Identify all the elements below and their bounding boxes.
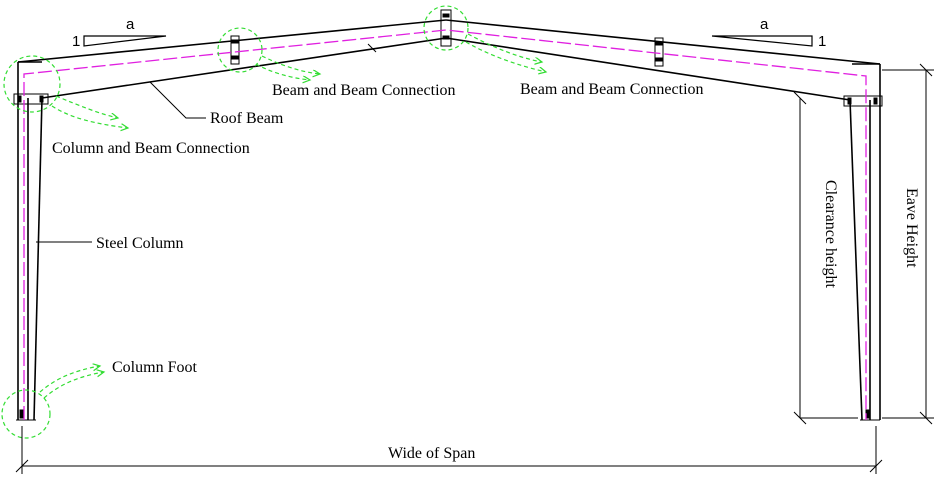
left-slope-symbol (83, 35, 167, 47)
callout-circle-column-beam (3, 55, 61, 113)
roof-beam-leader (149, 81, 206, 119)
right-slope-rise: 1 (818, 33, 826, 50)
left-steel-column (17, 61, 43, 421)
span-label: Wide of Span (388, 445, 475, 462)
steel-column-label: Steel Column (96, 235, 184, 252)
column-foot-label: Column Foot (112, 359, 197, 376)
left-slope-rise: 1 (72, 33, 80, 50)
clearance-height-label: Clearance height (822, 180, 839, 289)
dimension-lines (15, 63, 934, 474)
callouts (1, 5, 546, 439)
leader-lines (36, 43, 377, 243)
right-steel-column (849, 63, 881, 421)
callout-circle-beam-left (217, 27, 263, 73)
frame-centerline (23, 29, 867, 420)
beam-beam-connection-left-label: Beam and Beam Connection (272, 82, 456, 99)
beam-beam-connection-right-label: Beam and Beam Connection (520, 81, 704, 98)
connection-plates (13, 9, 883, 421)
eave-height-label: Eave Height (903, 188, 920, 268)
roof-beam-label: Roof Beam (210, 110, 284, 127)
left-slope-run: a (126, 16, 135, 33)
callout-circle-ridge (423, 5, 469, 51)
column-beam-connection-label: Column and Beam Connection (52, 140, 250, 157)
right-slope-symbol (711, 35, 813, 47)
callout-circle-column-foot (1, 389, 51, 439)
right-slope-run: a (760, 16, 769, 33)
